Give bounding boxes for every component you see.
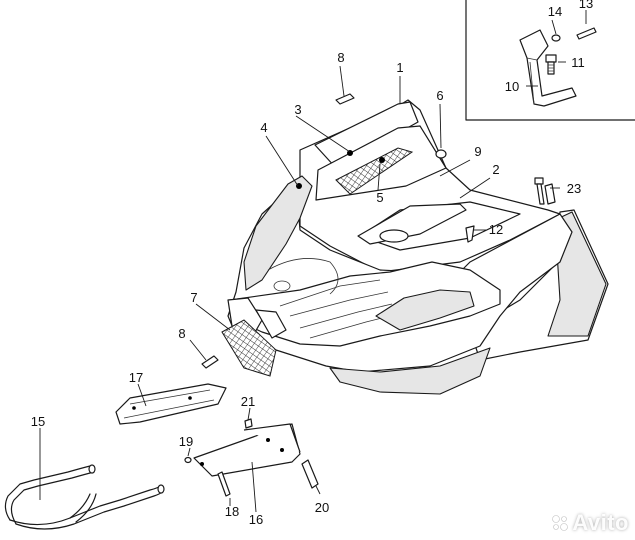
rivet-8-lower xyxy=(201,355,219,369)
bracket-16 xyxy=(193,423,301,477)
callout-1: 1 xyxy=(396,60,403,75)
bracket-10 xyxy=(519,29,577,107)
callout-4: 4 xyxy=(260,120,267,135)
callout-10: 10 xyxy=(505,79,519,94)
side-panel-4 xyxy=(243,175,313,291)
callout-16: 16 xyxy=(249,512,263,527)
callout-18: 18 xyxy=(225,504,239,519)
nose-bumper xyxy=(229,261,501,347)
mesh-grille-5 xyxy=(335,147,414,195)
callout-labels: 1 2 3 4 5 6 7 8 8 9 10 11 12 13 14 15 16… xyxy=(31,0,593,527)
lower-keel xyxy=(329,347,491,395)
washer-19 xyxy=(184,456,192,464)
screw-21 xyxy=(244,418,253,429)
callout-6: 6 xyxy=(436,88,443,103)
washer-14 xyxy=(551,34,561,42)
screw-18 xyxy=(217,471,231,497)
callout-3: 3 xyxy=(294,102,301,117)
hull-assembly xyxy=(201,93,609,395)
callout-11: 11 xyxy=(571,55,585,70)
callout-12: 12 xyxy=(489,222,503,237)
rivet-13 xyxy=(576,27,597,40)
fastener-6 xyxy=(435,149,447,159)
watermark: Avito xyxy=(551,510,629,536)
inset-detail-box xyxy=(465,0,635,121)
callout-8-top: 8 xyxy=(337,50,344,65)
callout-7: 7 xyxy=(190,290,197,305)
callout-17: 17 xyxy=(129,370,143,385)
callout-13: 13 xyxy=(579,0,593,11)
callout-2: 2 xyxy=(492,162,499,177)
watermark-brand: Avito xyxy=(572,510,629,535)
callout-19: 19 xyxy=(179,434,193,449)
bolt-11 xyxy=(545,54,557,75)
screw-20 xyxy=(301,459,319,489)
bolt-23 xyxy=(534,177,556,205)
callout-23: 23 xyxy=(567,181,581,196)
callout-20: 20 xyxy=(315,500,329,515)
leader-lines xyxy=(39,10,587,513)
pin-12 xyxy=(465,225,475,243)
mesh-grille-7 xyxy=(221,319,277,377)
avito-logo-icon xyxy=(552,515,569,531)
callout-8-lower: 8 xyxy=(178,326,185,341)
callout-5: 5 xyxy=(376,190,383,205)
bracket-17 xyxy=(115,383,227,425)
callout-9: 9 xyxy=(474,144,481,159)
callout-14: 14 xyxy=(548,4,562,19)
tow-bar-15 xyxy=(4,464,165,530)
rivet-8-top xyxy=(335,93,355,105)
callout-15: 15 xyxy=(31,414,45,429)
callout-21: 21 xyxy=(241,394,255,409)
